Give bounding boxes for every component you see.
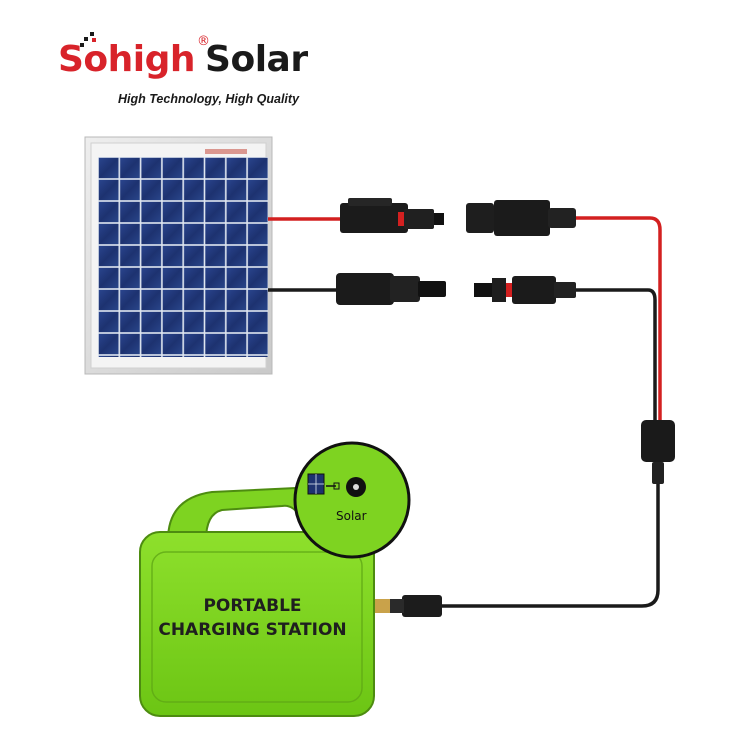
panel-red-cable: [268, 198, 444, 233]
station-label-line1: PORTABLE: [203, 596, 302, 616]
brand-name-solar: Solar: [205, 39, 308, 80]
panel-black-cable: [268, 273, 446, 305]
brand-tagline: High Technology, High Quality: [118, 92, 300, 106]
y-splitter: [440, 420, 675, 608]
extension-red-cable: [466, 200, 662, 420]
registered-mark: ®: [197, 34, 210, 49]
dc-plug: [372, 595, 442, 617]
station-label-line2: CHARGING STATION: [158, 620, 347, 640]
station-label: PORTABLE CHARGING STATION: [150, 594, 355, 642]
solar-panel: [84, 136, 273, 375]
charging-station: [139, 486, 375, 717]
brand-name-sohigh: Sohigh: [58, 39, 196, 80]
logo-mark-icon: [80, 32, 96, 47]
extension-black-cable: [474, 276, 657, 420]
solar-port-label: Solar: [336, 509, 367, 523]
solar-port-zoom: [293, 441, 411, 559]
